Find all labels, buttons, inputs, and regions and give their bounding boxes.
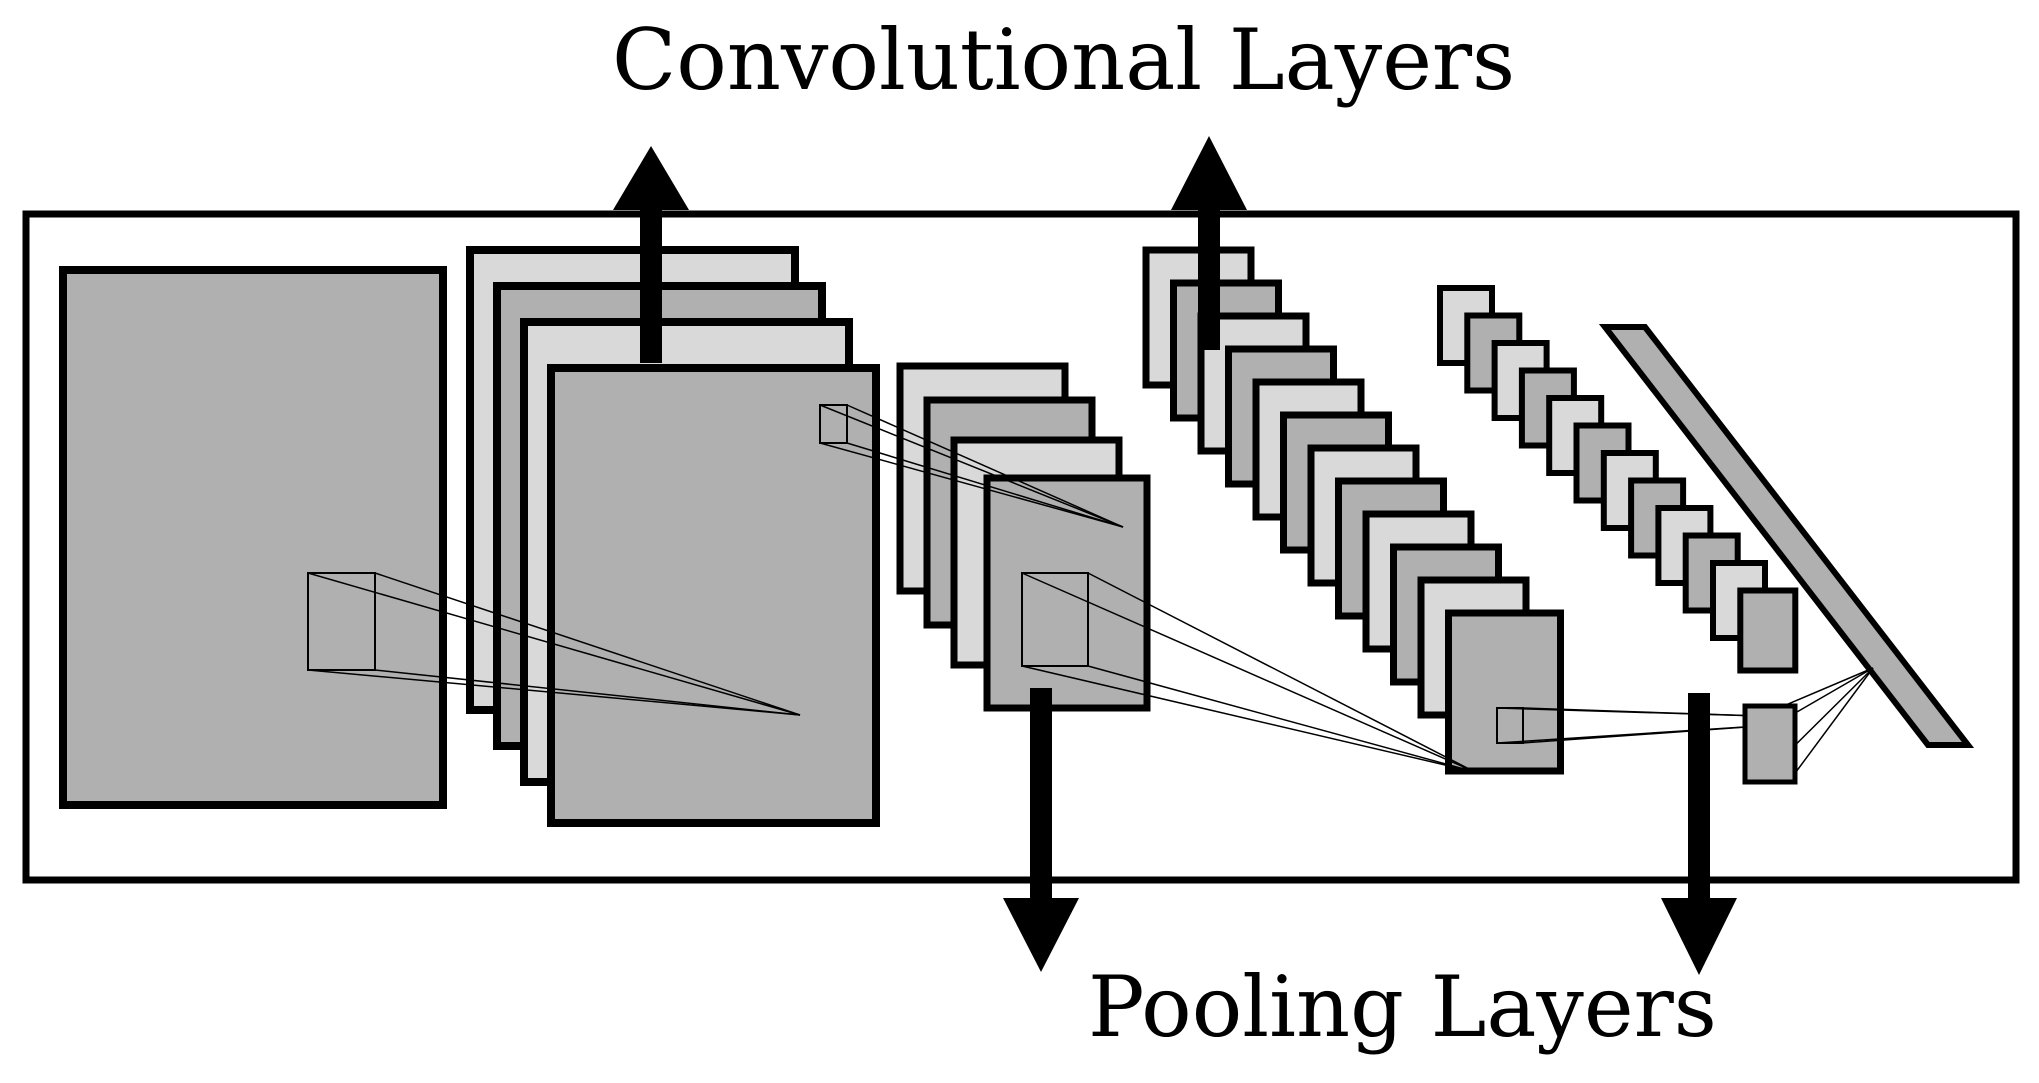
arrow-down-icon	[1661, 693, 1737, 975]
pool-layer-1	[896, 362, 1151, 712]
feature-map	[547, 364, 880, 827]
conv-layer-1	[466, 246, 880, 827]
convolutional-layers-label: Convolutional Layers	[612, 11, 1516, 109]
input-image	[59, 266, 447, 809]
feature-map	[1445, 609, 1564, 775]
pool2-receptive-field	[1742, 703, 1798, 785]
connection-lines	[307, 404, 1874, 781]
fully-connected-layer	[1598, 324, 1975, 748]
arrow-up-icon	[1171, 136, 1247, 350]
conv-layer-2	[1142, 246, 1564, 775]
pool1-receptive-field	[1021, 572, 1089, 667]
feature-map	[1737, 587, 1799, 674]
input-receptive-field	[307, 572, 376, 671]
arrow-down-icon	[1003, 688, 1079, 972]
pooling-layers-label: Pooling Layers	[1088, 958, 1717, 1056]
conv1-receptive-field	[819, 404, 848, 444]
arrow-up-icon	[613, 146, 689, 363]
pool-layer-2	[1437, 285, 1799, 674]
